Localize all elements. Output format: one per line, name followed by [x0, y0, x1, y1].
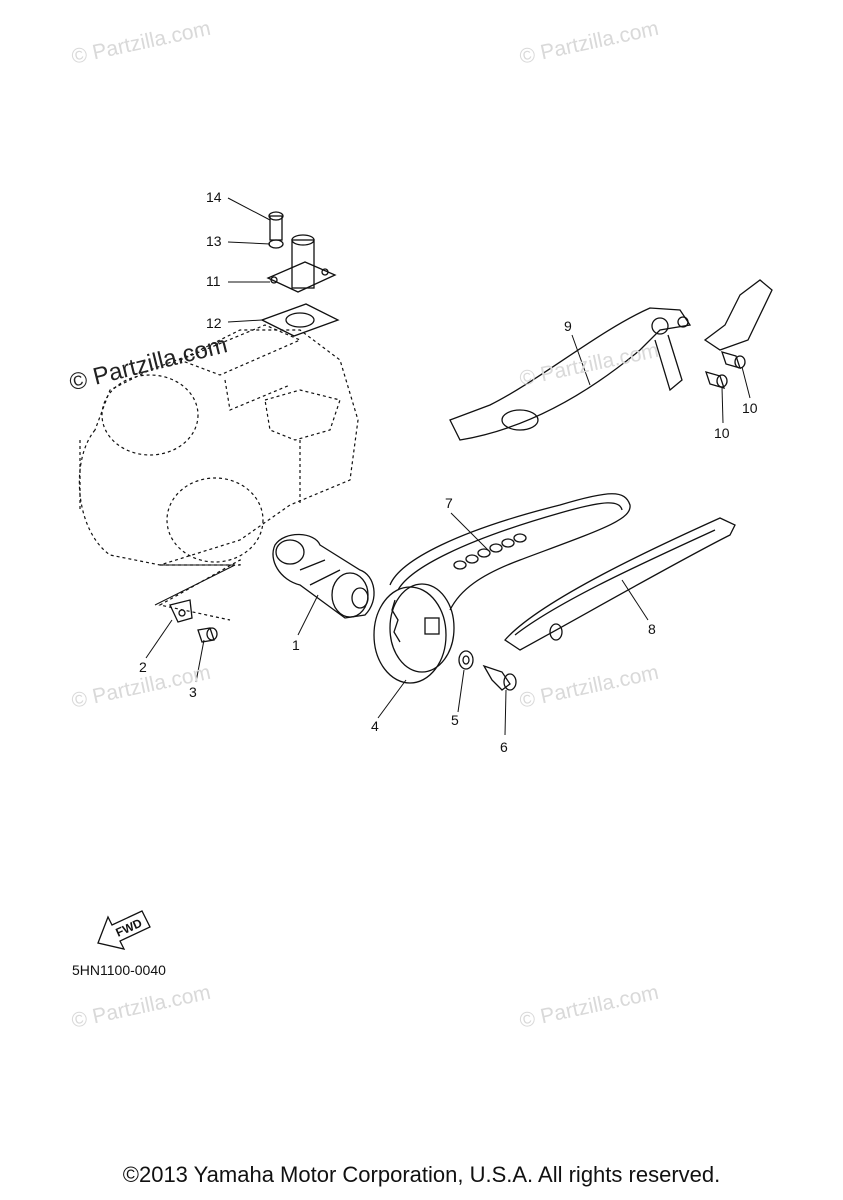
callout-10-lower: 10 — [714, 425, 730, 441]
callout-2: 2 — [139, 659, 147, 675]
callout-9: 9 — [564, 318, 572, 334]
callout-13: 13 — [206, 233, 222, 249]
chain-guide — [504, 517, 736, 651]
callout-14: 14 — [206, 189, 222, 205]
cam-chain — [389, 493, 631, 611]
callout-11: 11 — [206, 273, 221, 289]
fwd-arrow-icon: FWD — [97, 910, 151, 950]
callout-12: 12 — [206, 315, 222, 331]
bolt-14 — [268, 211, 284, 241]
bolt-10-upper — [720, 351, 746, 369]
cylinder-head-outline — [78, 324, 359, 621]
copyright-notice: ©2013 Yamaha Motor Corporation, U.S.A. A… — [122, 1162, 721, 1187]
bolt-6 — [482, 664, 517, 691]
callout-5: 5 — [451, 712, 459, 728]
bracket — [169, 599, 193, 623]
callout-4: 4 — [371, 718, 379, 734]
callout-6: 6 — [500, 739, 508, 755]
callout-10-upper: 10 — [742, 400, 758, 416]
tensioner-assembly — [266, 234, 337, 293]
gasket — [260, 303, 340, 337]
callout-7: 7 — [445, 495, 453, 511]
camshaft — [272, 533, 375, 619]
washer — [458, 650, 474, 670]
callout-1: 1 — [292, 637, 300, 653]
callout-8: 8 — [648, 621, 656, 637]
callout-labels: 14 13 11 12 1 2 3 4 5 6 7 8 9 10 10 — [139, 189, 758, 755]
diagram-code: 5HN1100-0040 — [72, 962, 166, 978]
bolt-10-lower — [704, 371, 728, 389]
callout-3: 3 — [189, 684, 197, 700]
tensioner-bracket — [703, 279, 773, 351]
chain-links — [453, 533, 527, 570]
washer-13 — [268, 239, 284, 249]
leader-lines — [145, 197, 751, 736]
bolt-3 — [197, 627, 218, 643]
cam-sprocket — [373, 583, 455, 684]
tensioner-arm — [449, 307, 692, 441]
